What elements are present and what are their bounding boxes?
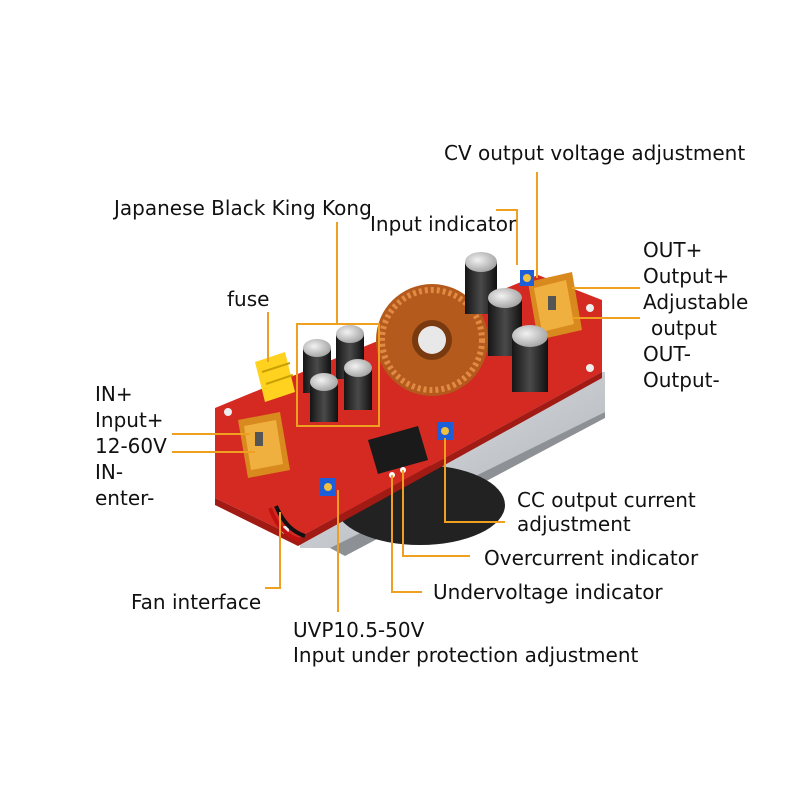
label-in-plus: IN+ [95,382,133,406]
uvp-potentiometer [320,478,336,496]
label-overcurrent: Overcurrent indicator [484,546,699,570]
label-output-plus: Output+ [643,264,730,288]
leader-input-indicator [496,209,518,265]
label-out-plus: OUT+ [643,238,703,262]
label-fan-interface: Fan interface [131,590,262,614]
input-capacitors [303,325,372,422]
label-cv-adjust: CV output voltage adjustment [444,141,746,165]
label-in-minus: IN- [95,460,124,484]
label-output-minus: Output- [643,368,720,392]
label-uvp-range: UVP10.5-50V [293,618,425,642]
label-japanese-caps: Japanese Black King Kong [114,196,372,220]
label-undervoltage: Undervoltage indicator [433,580,663,604]
leader-overcurrent [402,470,470,557]
label-fuse: fuse [227,287,270,311]
label-cc-adjust-line1: CC output current [517,488,696,512]
output-capacitors [465,252,548,392]
fuse [255,352,295,402]
cc-potentiometer [437,422,453,440]
label-output: output [651,316,717,340]
control-ic [368,426,428,474]
label-input-indicator: Input indicator [370,212,517,236]
label-cc-adjust-line2: adjustment [517,512,631,536]
leader-lines [172,172,640,612]
label-input-plus: Input+ [95,408,164,432]
label-uvp-adjust: Input under protection adjustment [293,643,639,667]
input-terminal [238,412,290,478]
leader-cc-adjust [444,438,505,523]
label-adjustable: Adjustable [643,290,749,314]
label-voltage-range: 12-60V [95,434,167,458]
leader-undervoltage [391,475,422,593]
label-enter-minus: enter- [95,486,155,510]
output-terminal [528,272,582,340]
leader-fan-interface [265,512,281,589]
cv-potentiometer [520,270,534,286]
label-out-minus: OUT- [643,342,691,366]
fan-wires [268,505,306,542]
toroid-inductor [376,284,488,396]
